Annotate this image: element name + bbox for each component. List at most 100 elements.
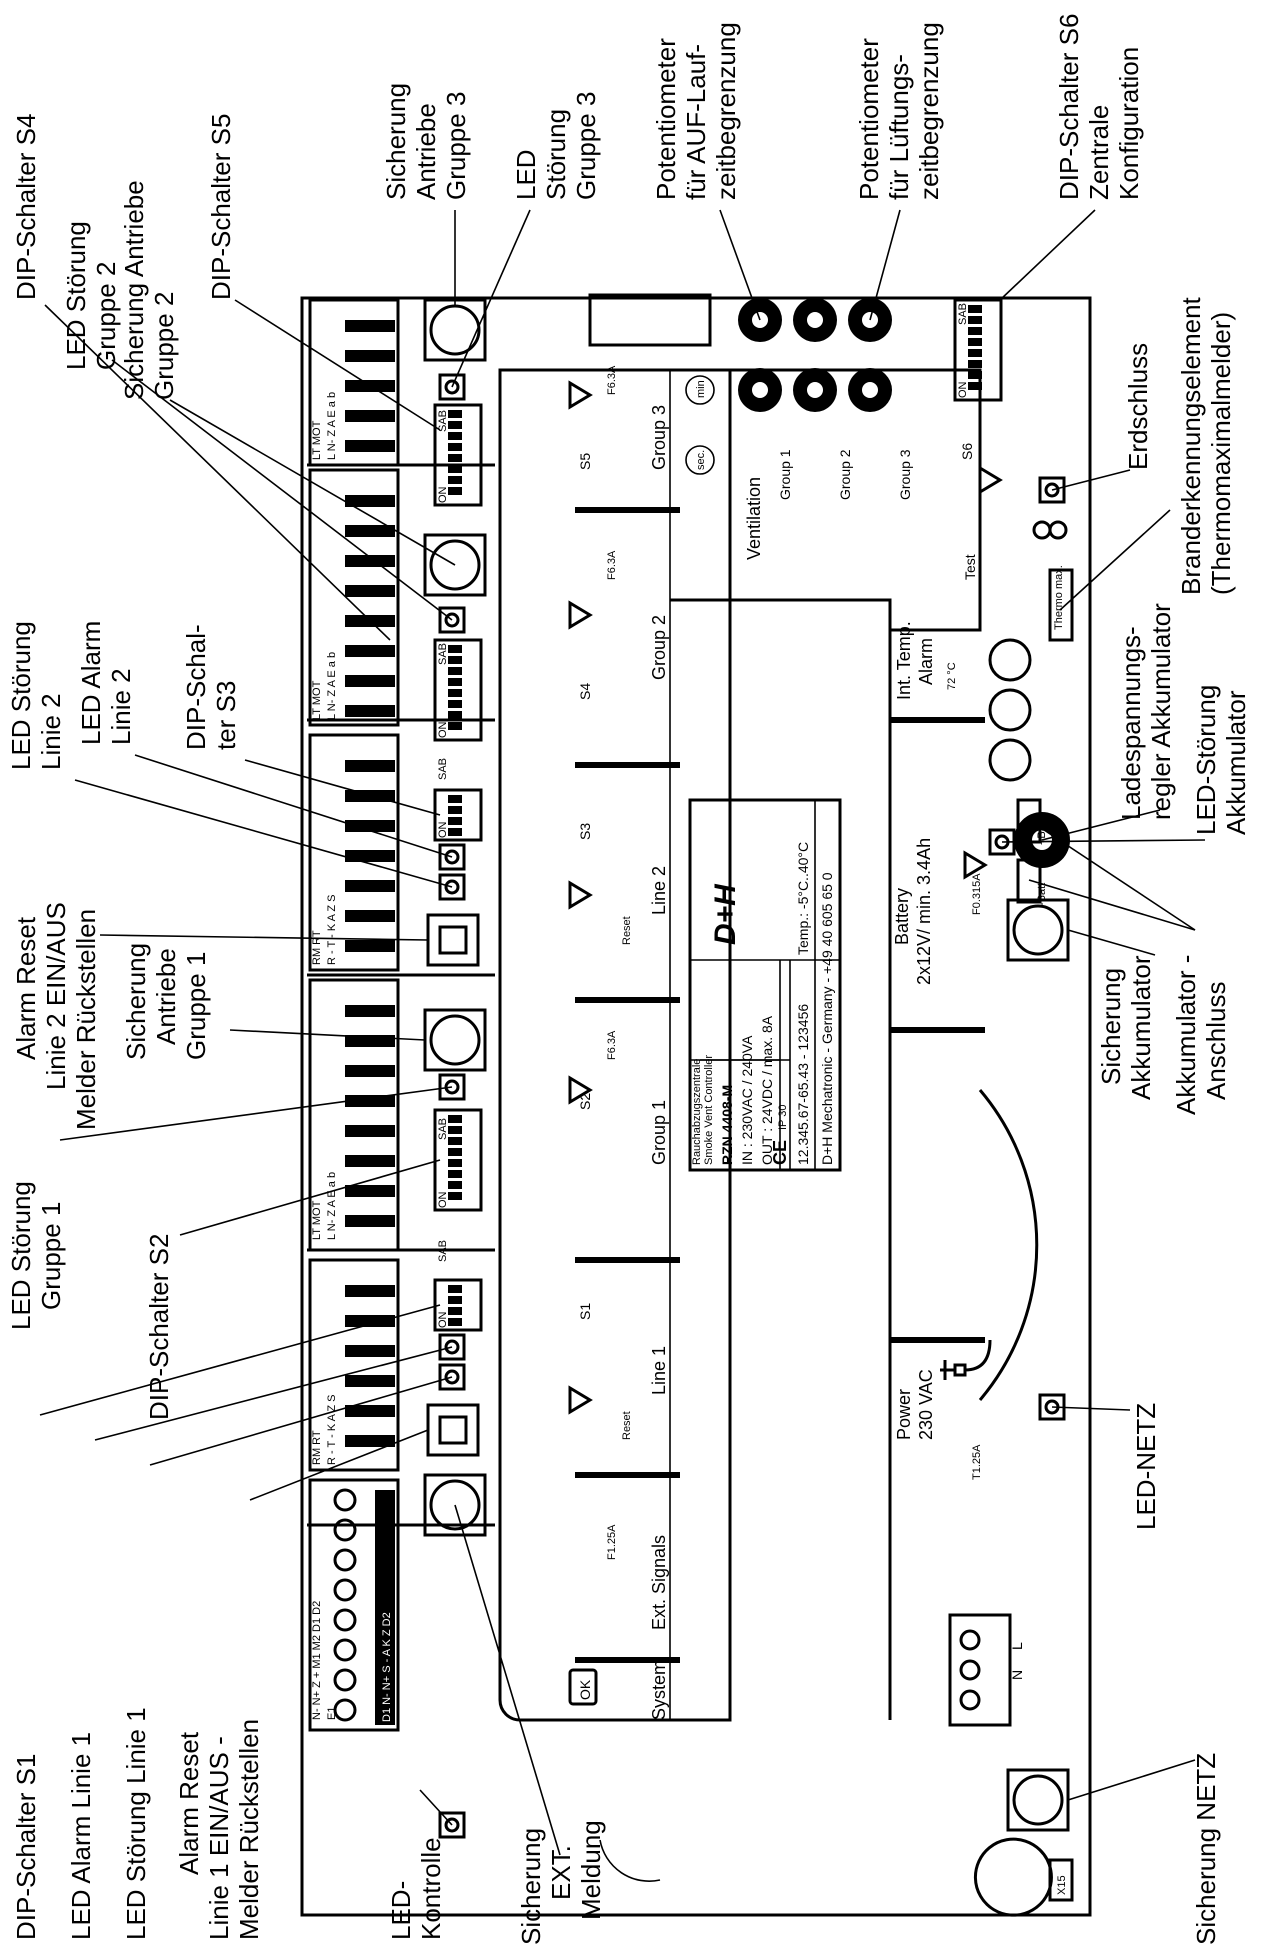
fuse-group1-holder xyxy=(423,1008,487,1072)
label-sich-akku-b: Akkumulator xyxy=(1126,955,1156,1100)
label-reset-linie1-c: Melder Rückstellen xyxy=(234,1719,264,1940)
terminal-label-ext-bottom: D1 N- N+ S - A K Z D2 xyxy=(381,1612,393,1722)
terminal-label-group1: LT MOT xyxy=(311,1200,323,1240)
x15-label: X15 xyxy=(1056,1875,1068,1895)
label-led-linie2-a: LED Störung xyxy=(6,621,36,770)
label-brand-a: Branderkennungselement xyxy=(1176,296,1206,595)
vent-group1: Group 1 xyxy=(777,449,793,500)
ventilation-label: Ventilation xyxy=(744,477,764,560)
terminal-label-group1-pins: L N- Z A E a b xyxy=(326,1172,338,1240)
nameplate-output: OUT : 24VDC / max. 8A xyxy=(759,1015,775,1165)
label-led-gruppe3-b: Störung xyxy=(541,109,571,200)
dip-on-label-s6: ON xyxy=(957,381,969,398)
fuse-label-group1: F6.3A xyxy=(606,1030,618,1060)
reset-label-line2: Reset xyxy=(621,916,633,945)
section-group2: Group 2 xyxy=(649,615,669,680)
switch-s1: S1 xyxy=(577,1303,593,1320)
x15-box xyxy=(1048,1858,1074,1902)
dip-on-label-s5: ON xyxy=(437,486,449,503)
right-labels: Erdschluss Branderkennungselement (Therm… xyxy=(1096,296,1251,1945)
dip-on-label-s1: ON xyxy=(437,1311,449,1328)
label-dip-s4: DIP-Schalter S4 xyxy=(11,114,41,300)
vent-group3: Group 3 xyxy=(897,449,913,500)
power-line2: 230 VAC xyxy=(916,1369,936,1440)
thermo-element xyxy=(1048,568,1074,642)
nameplate-serial: 12.345.67-65.43 - 123456 xyxy=(795,1004,811,1165)
pot-scale-min: min xyxy=(695,380,707,398)
terminal-label-group3-pins: L N- Z A E a b xyxy=(326,392,338,460)
fuse-label-group2: F6.3A xyxy=(606,550,618,580)
terminal-label-line1-pins: R - T - K A Z S xyxy=(326,1394,338,1465)
label-led-gruppe2-a: LED Störung xyxy=(61,221,91,370)
label-sich-gruppe1-b: Antriebe xyxy=(151,948,181,1045)
pot-dial-min xyxy=(685,375,715,405)
nameplate-header-1: Rauchabzugszentrale xyxy=(691,1059,703,1165)
label-pot-lueft-b: für Lüftungs- xyxy=(884,54,914,200)
label-alarm-linie2-b: Linie 2 xyxy=(106,668,136,745)
label-led-akku-a: LED-Störung xyxy=(1191,685,1221,835)
terminal-label-group2-pins: L N- Z A E a b xyxy=(326,652,338,720)
label-sich-gruppe1-a: Sicherung xyxy=(121,943,151,1060)
cover-panel: System Ext. Signals Line 1 Group 1 Line … xyxy=(568,365,1065,1720)
potentiometers xyxy=(738,298,1070,868)
label-led-akku-b: Akkumulator xyxy=(1221,690,1251,835)
label-pot-auf-a: Potentiometer xyxy=(651,38,681,200)
power-line1: Power xyxy=(894,1389,914,1440)
thermo-label: Thermo max. xyxy=(1053,565,1065,630)
label-alarm-linie2-a: LED Alarm xyxy=(76,621,106,745)
board-components: ON ON ON ON ON ON SAB SAB SAB SAB SAB SA… xyxy=(423,298,1074,1902)
label-sich-ext-c: Meldung xyxy=(576,1820,606,1920)
label-pot-lueft-c: zeitbegrenzung xyxy=(914,22,944,200)
warning-icon xyxy=(568,380,1003,1415)
dip-switches: ON ON ON ON ON ON SAB SAB SAB SAB SAB SA… xyxy=(433,298,1003,1332)
terminal-label-line1: RM RT xyxy=(311,1430,323,1465)
leds xyxy=(438,373,1066,1839)
label-sich-akku-a: Sicherung xyxy=(1096,968,1126,1085)
label-brand-b: (Thermomaximalmelder) xyxy=(1206,312,1236,595)
nameplate-ip: IP 30 xyxy=(777,1105,789,1131)
terminal-label-line2-pins: R - T - K A Z S xyxy=(326,894,338,965)
terminal-blocks: N- N+ Z + M1 M2 D1 D2 D1 N- N+ S - A K Z… xyxy=(308,298,400,1732)
dip-on-label-s2: ON xyxy=(437,1191,449,1208)
pot-dial-sec xyxy=(685,445,715,475)
battery-line2: 2x12V/ min. 3.4Ah xyxy=(914,838,934,985)
label-led-gruppe2-b: Gruppe 2 xyxy=(91,262,121,370)
label-akku-ansch-b: Anschluss xyxy=(1201,982,1231,1101)
section-group3: Group 3 xyxy=(649,405,669,470)
label-led-kontrolle-a: LED- xyxy=(386,1881,416,1940)
fuse-label-battery: F0.315A xyxy=(971,873,983,915)
s6-label: S6 xyxy=(959,443,975,460)
label-reset-linie2-c: Melder Rückstellen xyxy=(71,909,101,1130)
ok-button[interactable] xyxy=(568,1668,598,1706)
nameplate: Rauchabzugszentrale Smoke Vent Controlle… xyxy=(688,798,842,1172)
pot-scale-sec: sec. xyxy=(695,450,707,470)
label-akku-ansch-a: Akkumulator - xyxy=(1171,955,1201,1115)
label-dip-s6-a: DIP-Schalter S6 xyxy=(1054,14,1084,200)
label-pot-auf-c: zeitbegrenzung xyxy=(711,22,741,200)
label-led-gruppe1-a: LED Störung xyxy=(6,1181,36,1330)
label-dip-s1: DIP-Schalter S1 xyxy=(11,1754,41,1940)
label-led-linie2-b: Linie 2 xyxy=(36,693,66,770)
brand-logo: D+H xyxy=(709,883,742,945)
label-sich-ext-a: Sicherung xyxy=(516,1828,546,1945)
label-dip-s3-a: DIP-Schal- xyxy=(181,624,211,750)
label-sich-gruppe3-c: Gruppe 3 xyxy=(441,92,471,200)
dip-sab-label-s1: SAB xyxy=(437,1240,449,1262)
label-dip-s2: DIP-Schalter S2 xyxy=(144,1234,174,1420)
label-lade-a: Ladespannungs- xyxy=(1116,626,1146,820)
mains-terminal xyxy=(948,1613,1012,1727)
label-reset-linie2-b: Linie 2 EIN/AUS xyxy=(41,902,71,1090)
fuse-ext-holder xyxy=(423,1473,487,1537)
ok-label: OK xyxy=(577,1679,593,1700)
label-lade-b: regler Akkumulator xyxy=(1146,603,1176,820)
reset-button-line2 xyxy=(426,913,480,967)
switch-s3: S3 xyxy=(577,823,593,840)
terminal-label-ext-top: N- N+ Z + M1 M2 D1 D2 xyxy=(311,1601,323,1720)
fuse-label-ext: F1.25A xyxy=(606,1524,618,1560)
terminal-label-e1: E1 xyxy=(326,1707,338,1720)
vent-group2: Group 2 xyxy=(837,449,853,500)
label-dip-s6-b: Zentrale xyxy=(1084,105,1114,200)
label-erdschluss: Erdschluss xyxy=(1123,343,1153,470)
nameplate-input: IN : 230VAC / 240VA xyxy=(739,1035,755,1165)
bottom-labels: LED- Kontrolle Sicherung EXT. Meldung xyxy=(386,1820,606,1945)
